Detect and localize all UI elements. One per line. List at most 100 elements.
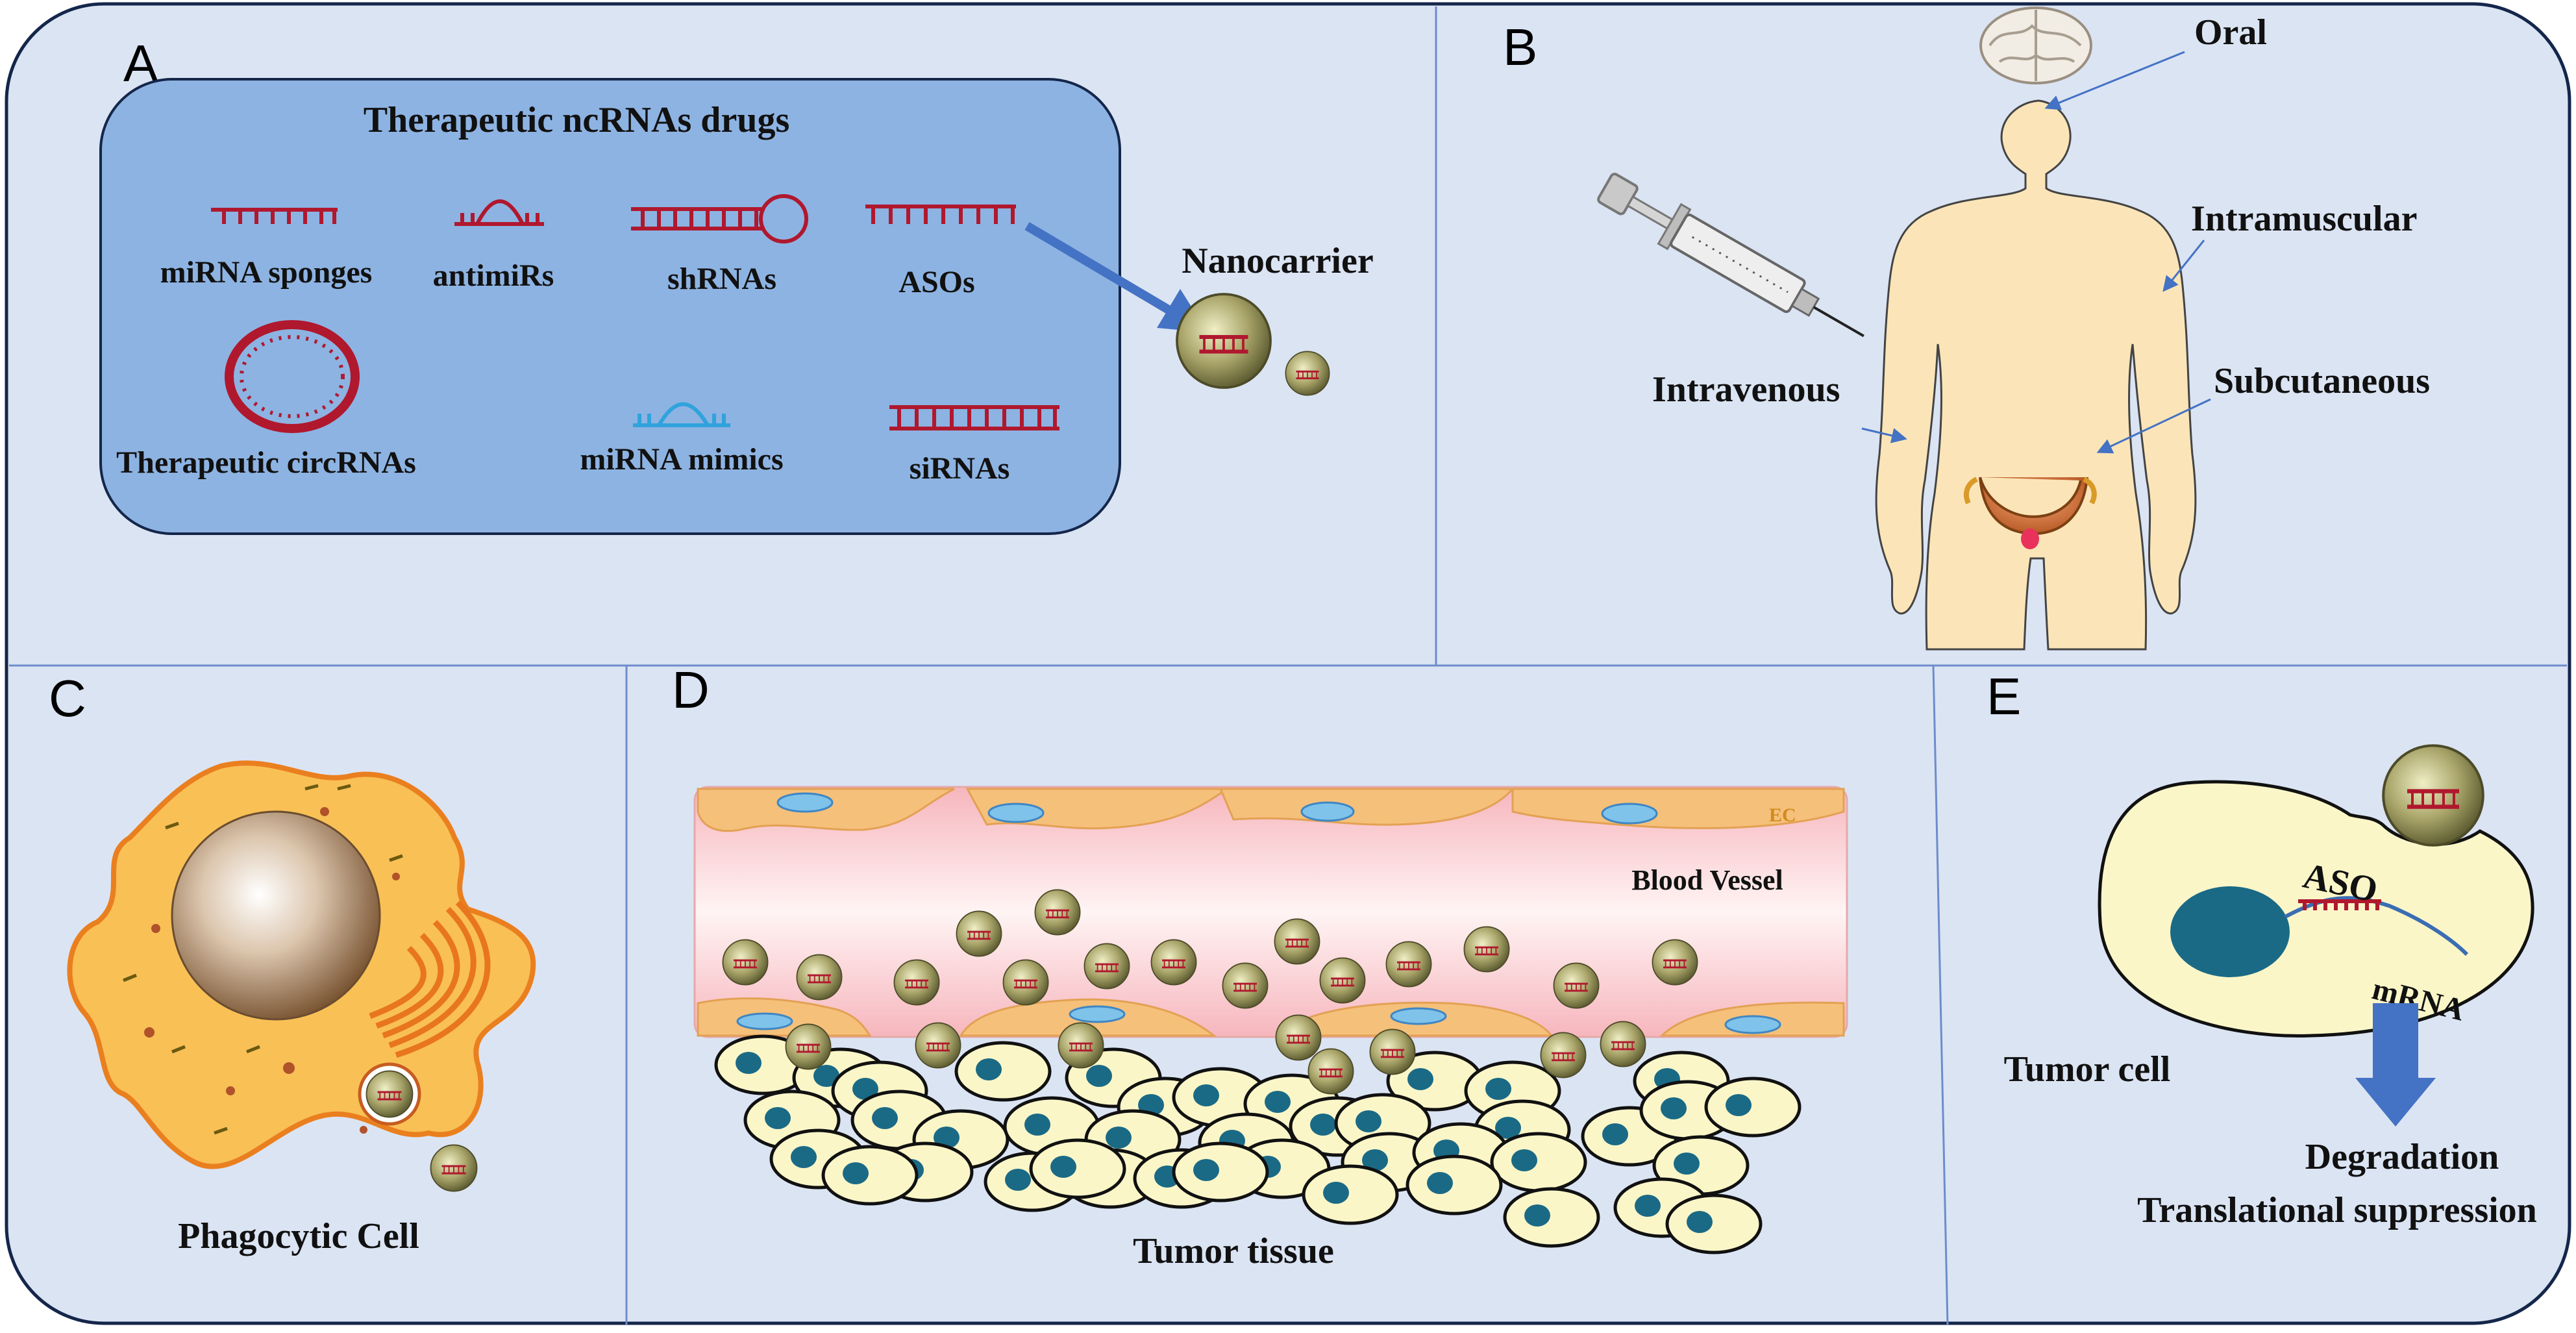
phagocyte-nucleus [171,810,381,1021]
nanocarrier [1319,956,1367,1004]
route-intravenous-label: Intravenous [1652,369,1840,410]
blood-vessel-label: Blood Vessel [1631,864,1783,896]
tumor-cell-nucleus [736,1052,762,1074]
tumor-cell-nucleus [1265,1091,1291,1113]
nanocarrier [955,910,1003,958]
nanocarrier [1463,925,1511,973]
nanocarrier [1057,1021,1105,1069]
nanocarrier-small [1285,351,1330,396]
nanocarrier-label: Nanocarrier [1182,241,1373,281]
nanocarrier [1034,888,1082,936]
tumor-cell-nucleus [1356,1110,1381,1132]
tumor-cell-nucleus [976,1058,1002,1080]
ncrna-drugs-box [99,78,1121,535]
nanocarrier [721,938,769,986]
tumor-cell [1704,1077,1802,1138]
tumor-cell-nucleus [852,1078,878,1100]
tumor-cell-nucleus [1427,1172,1453,1194]
tumor-cell-nucleus [1495,1117,1521,1139]
endothelial-cell-label: EC [1769,804,1796,826]
nanocarrier [1274,1014,1322,1062]
route-intramuscular-label: Intramuscular [2191,199,2417,239]
tumor-cell-nucleus [1687,1211,1713,1233]
endothelial-cells-top [697,788,1845,832]
nanocarrier [1221,962,1269,1010]
nanocarrier [1273,917,1321,965]
tumor-cell-nucleus [1024,1114,1050,1136]
nanocarrier-large [1177,294,1270,388]
tumor-cell-nucleus [1005,1169,1031,1191]
nanocarrier [784,1023,832,1071]
golgi-apparatus [369,900,491,1058]
tumor-cell-nucleus [1511,1149,1537,1171]
aso-bound-icon [2298,899,2381,910]
nanocarrier [795,953,843,1001]
tumor-cell-nucleus [1602,1123,1628,1145]
tumor-cell-nucleus [791,1146,817,1168]
tumor-cell-nucleus [1726,1094,1752,1116]
tumor-tissue-label: Tumor tissue [1133,1231,1334,1271]
panel-e: E ASO mRNA Tumor cell Degradation Transl… [1987,667,2537,1230]
nanocarrier [1083,942,1131,990]
panel-e-letter: E [1987,667,2021,725]
route-oral-label: Oral [2194,12,2267,53]
tumor-cell [954,1041,1052,1102]
mirna-sponges-icon [211,208,338,224]
degradation-arrow [2355,1003,2436,1127]
nanocarrier [1385,940,1433,988]
route-subcutaneous-label: Subcutaneous [2214,361,2430,401]
human-body-illustration [1875,6,2197,651]
nanocarrier [1002,958,1050,1006]
endothelial-cells-bottom [697,997,1845,1037]
ncrna-drugs-title: Therapeutic ncRNAs drugs [364,100,789,140]
antimirs-label: antimiRs [433,258,554,293]
tumor-cell [1302,1164,1399,1225]
tumor-cell-nucleus [934,1127,960,1149]
tumor-cell-nucleus [1485,1078,1511,1100]
tumor-cell-nucleus [1674,1152,1700,1175]
tumor-cell [1029,1138,1126,1199]
translational-suppression-label: Translational suppression [2137,1190,2537,1230]
nanocarrier [1552,962,1600,1010]
tumor-cell-nucleus [1362,1149,1388,1171]
tumor-cell [1490,1132,1587,1193]
panel-b: B Oral Intramuscular Intravenous [1503,6,2430,651]
panel-b-letter: B [1503,18,1537,76]
nanocarrier [1539,1031,1587,1079]
phagocyte-organelles [144,807,400,1134]
tumor-cell-nucleus [1310,1114,1336,1136]
nanocarrier-at-membrane [2383,745,2483,845]
route-intravenous-arrow [1861,427,1907,443]
mirna-mimics-icon [633,402,730,427]
tumor-cell-nucleus [1323,1182,1349,1204]
phagocytic-cell-label: Phagocytic Cell [178,1216,419,1256]
nanocarrier [1150,938,1198,986]
sirnas-icon [889,405,1059,430]
nanocarrier [1651,938,1699,986]
route-subcutaneous-arrow [2096,398,2211,454]
tumor-cell [1172,1141,1269,1202]
tumor-cell-nucleus [1407,1068,1433,1090]
tumor-cell-nucleus [765,1107,791,1129]
tumor-cell-nucleus [872,1107,898,1129]
panel-d-letter: D [672,661,710,719]
tumor-cell-nucleus [1050,1156,1076,1178]
tumor-cell-label: Tumor cell [2004,1049,2171,1090]
tumor-cell-nucleus [1193,1084,1219,1106]
tumor-cell [1665,1193,1763,1254]
degradation-label: Degradation [2305,1137,2499,1177]
engulfed-nanocarrier [365,1069,414,1119]
mirna-sponges-label: miRNA sponges [160,255,373,290]
tumor-cell-nucleus [1661,1097,1687,1119]
tumor-cell-nucleus [843,1162,869,1184]
divider-de [1932,665,1949,1325]
antimirs-icon [454,199,544,226]
route-oral-arrow [2044,51,2185,110]
circrnas-label: Therapeutic circRNAs [116,445,416,480]
tumor-cell-nucleus [813,1065,839,1087]
phagocyte-granules [123,784,403,1135]
nanocarrier [914,1021,962,1069]
panel-c-letter: C [49,669,86,727]
